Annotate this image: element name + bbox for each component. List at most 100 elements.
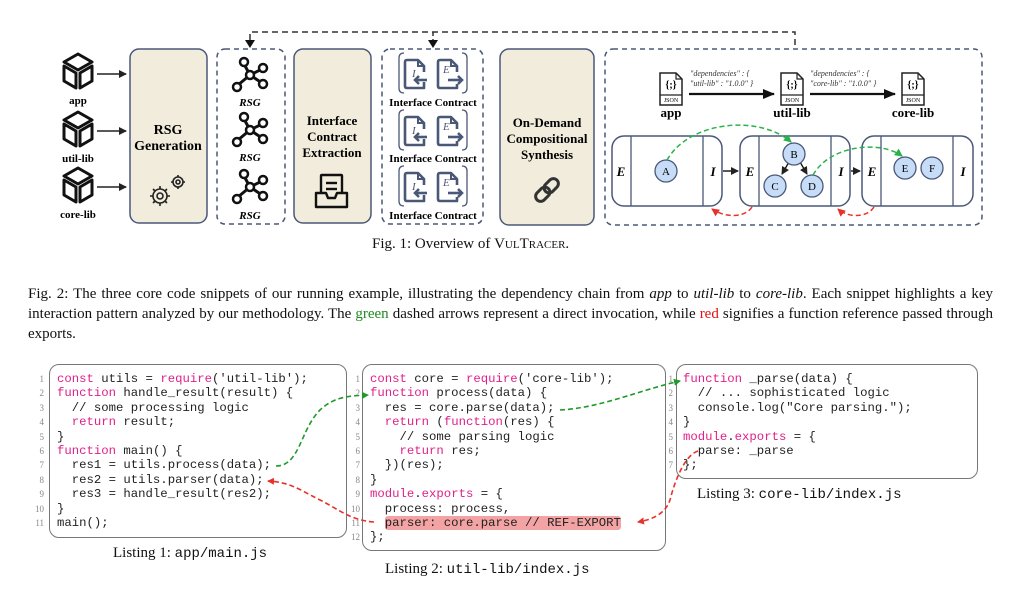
- code-text: };: [683, 458, 698, 473]
- code-text: // ... sophisticated logic: [683, 386, 890, 401]
- module-app: E I A: [611, 135, 723, 207]
- export-file-icon: [436, 171, 464, 203]
- listing-1-caption: Listing 1: app/main.js: [113, 545, 268, 562]
- line-number: 3: [668, 402, 674, 413]
- line-number: 5: [355, 431, 361, 442]
- line-number: 1: [668, 374, 674, 384]
- input-package-core-lib: core-lib: [60, 166, 127, 221]
- figure-1-diagram: app util-lib core-lib RSG Generation RSG…: [60, 31, 983, 226]
- code-keyword: require: [160, 372, 212, 386]
- package-label: util-lib: [773, 105, 811, 120]
- package-cube-icon: [62, 52, 94, 90]
- code-keyword: exports: [734, 429, 787, 444]
- svg-text:{;}: {;}: [907, 80, 918, 91]
- code-text: _parse(data) {: [742, 372, 853, 386]
- code-text: })(res);: [370, 458, 444, 473]
- code-line: // some processing logic: [57, 401, 308, 415]
- green-legend-word: green: [355, 306, 389, 322]
- line-number: 1: [355, 374, 361, 384]
- line-number: 5: [668, 431, 674, 442]
- contract-extraction-stage: Interface Contract Extraction: [293, 48, 372, 224]
- feedback-arrow-contract: [428, 40, 438, 48]
- code-text: main();: [57, 516, 109, 531]
- figure-1-caption: Fig. 1: Overview of VulTracer.: [372, 236, 570, 252]
- line-number: 4: [39, 417, 45, 428]
- code-keyword: exports: [421, 487, 474, 502]
- code-text: process(data) {: [429, 386, 548, 401]
- code-line: parse: _parse: [683, 444, 912, 458]
- import-file-icon: [403, 115, 429, 147]
- graph-node: [782, 142, 806, 166]
- code-keyword: function: [57, 386, 117, 401]
- line-number: 6: [355, 446, 361, 457]
- code-line: })(res);: [370, 458, 621, 472]
- rsg-output-group: RSG RSG RSG: [216, 48, 286, 225]
- code-line: res2 = utils.parser(data);: [57, 473, 308, 487]
- stage-title: Interface: [307, 113, 358, 128]
- import-side-label: I: [837, 164, 844, 179]
- code-keyword: function: [683, 372, 743, 386]
- dependency-text: "dependencies" : {: [690, 69, 750, 78]
- import-letter: I: [411, 181, 417, 193]
- line-number: 11: [35, 518, 44, 529]
- interface-contract-group: I E Interface Contract I E Interface Con…: [381, 48, 484, 225]
- line-number: 10: [35, 503, 44, 514]
- module-util-lib: E I B C D: [739, 135, 851, 207]
- line-number: 6: [39, 446, 45, 457]
- line-number: 7: [355, 460, 361, 471]
- interface-contract-item: I E Interface Contract: [389, 52, 477, 109]
- line-number: 4: [668, 417, 674, 428]
- line-number: 7: [39, 460, 45, 471]
- line-number: 3: [39, 402, 45, 413]
- code-text: // some parsing logic: [370, 429, 555, 444]
- code-line: process: process,: [370, 502, 621, 516]
- code-text: process: process,: [370, 501, 511, 516]
- line-number: 9: [355, 489, 361, 500]
- code-text: }: [57, 429, 65, 444]
- line-number: 2: [355, 388, 361, 399]
- listing-2-caption: Listing 2: util-lib/index.js: [385, 561, 590, 578]
- export-letter: E: [442, 177, 450, 189]
- code-line: module.exports = {: [370, 487, 621, 501]
- listing-3-caption: Listing 3: core-lib/index.js: [697, 486, 902, 503]
- graph-node: [920, 156, 944, 180]
- code-line: res3 = handle_result(res2);: [57, 487, 308, 501]
- line-number: 6: [668, 446, 674, 457]
- code-text: result;: [116, 415, 176, 430]
- node-label: D: [808, 181, 816, 193]
- code-text: }: [683, 415, 691, 430]
- code-text: };: [370, 530, 385, 545]
- graph-node: [893, 156, 917, 180]
- code-keyword: return: [71, 415, 117, 430]
- graph-node: [763, 174, 787, 198]
- package-label: core-lib: [892, 105, 934, 120]
- code-text: main() {: [116, 444, 183, 459]
- code-text: ('util-lib');: [211, 372, 308, 386]
- export-file-icon: [436, 115, 464, 147]
- dependency-text: "core-lib" : "1.0.0" }: [810, 79, 877, 88]
- stage-title: Extraction: [302, 145, 362, 160]
- feedback-dashed-line: [249, 31, 796, 48]
- code-keyword: require: [465, 372, 518, 386]
- input-label: core-lib: [60, 209, 96, 221]
- code-keyword: module: [683, 429, 728, 444]
- code-line: // some parsing logic: [370, 430, 621, 444]
- export-letter: E: [442, 121, 450, 133]
- node-label: B: [790, 149, 797, 161]
- code-line: }: [370, 473, 621, 487]
- dependency-edge-app-util: "dependencies" : { "util-lib" : "1.0.0" …: [689, 69, 775, 99]
- listing-1-code: const utils = require('util-lib');functi…: [57, 372, 308, 530]
- interface-contract-item: I E Interface Contract: [389, 165, 477, 222]
- code-line: module.exports = {: [683, 430, 912, 444]
- listing-3-box: [676, 364, 978, 479]
- stage-title: Synthesis: [521, 147, 573, 162]
- code-keyword: const: [57, 372, 94, 386]
- code-text: }: [370, 472, 378, 487]
- import-letter: I: [411, 68, 417, 80]
- input-label: app: [69, 95, 87, 107]
- code-line: return res;: [370, 444, 621, 458]
- export-side-label: E: [616, 164, 626, 179]
- code-line: function main() {: [57, 444, 308, 458]
- code-text: // some processing logic: [57, 400, 249, 415]
